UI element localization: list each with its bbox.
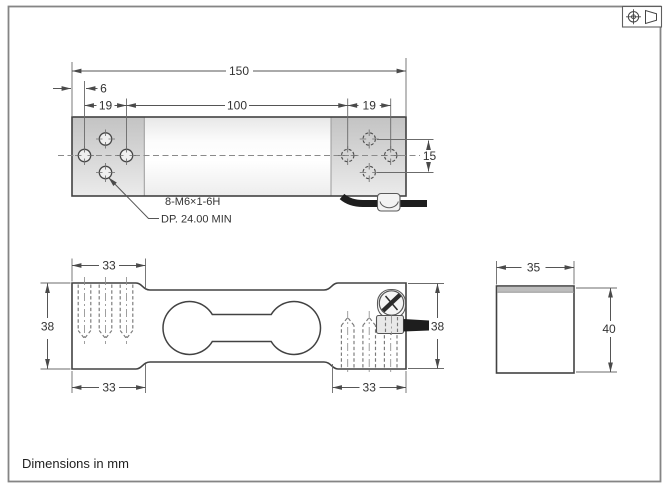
hidden-holes-right [338,129,401,182]
cable [339,193,427,207]
dim-label: 100 [227,99,247,113]
end-view-body [495,285,575,374]
dim-label: 15 [423,149,437,163]
cable [403,319,429,332]
dim-label: 33 [102,259,116,273]
dim-label: 19 [99,99,113,113]
end-view-top-band [497,286,574,292]
dim-label: 150 [229,64,249,78]
dim-label: 19 [363,99,377,113]
thread-note-line1: 8-M6×1-6H [165,196,220,208]
front-hidden-holes-right [340,311,398,375]
cable-gland [375,288,429,335]
sheet-border [7,5,662,483]
dim-label: 35 [527,261,541,275]
tapped-holes-left [75,129,136,182]
dim-label: 6 [100,82,107,96]
top-view-right-block [331,117,406,196]
front-view: 33 38 33 33 38 [40,258,445,395]
dim-label: 40 [602,322,616,336]
front-view-dimensions [45,263,440,390]
thread-note-line2: DP. 24.00 MIN [161,214,232,226]
top-view-dimensions [53,68,431,219]
thread-note-leader [108,177,159,219]
dim-label: 33 [102,381,116,395]
units-note: Dimensions in mm [22,456,129,471]
third-angle-projection-icon [621,5,663,28]
dim-label: 38 [431,320,445,334]
end-view-dimensions [496,265,613,373]
dogbone-cutout [162,300,322,356]
top-view: 150 6 19 100 19 15 8-M6×1-6H DP. 24.00 M… [53,58,436,226]
dim-label: 38 [41,320,55,334]
front-view-body [71,282,407,370]
end-view: 35 40 [495,261,617,374]
cable-clamp [376,192,401,212]
dim-label: 33 [363,381,377,395]
front-hidden-holes-left [77,277,134,344]
